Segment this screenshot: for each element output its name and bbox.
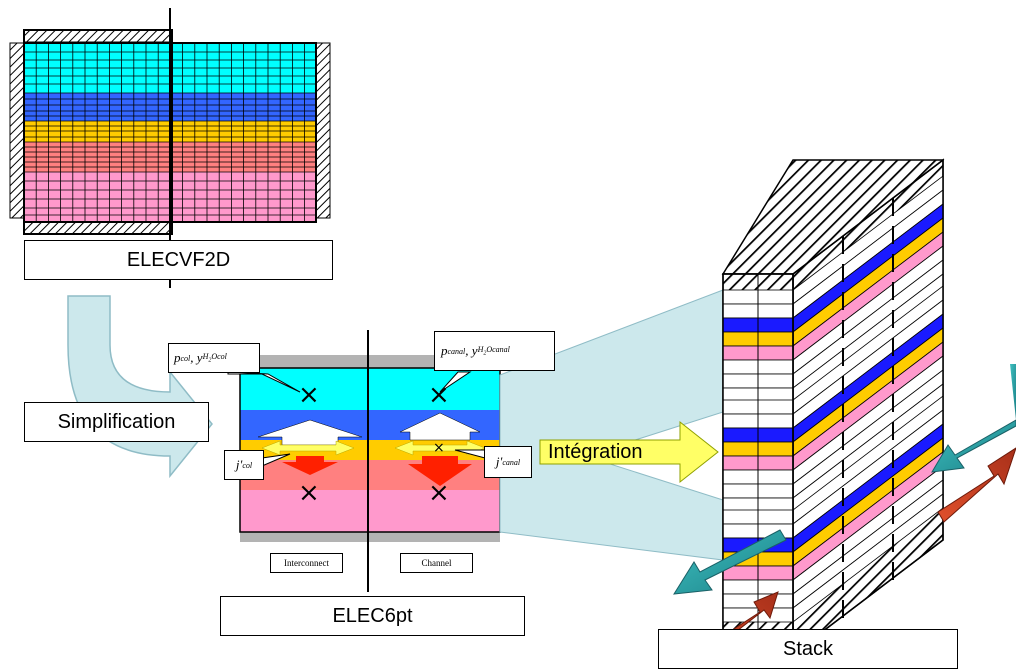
y-col-sub-rest: Ocol	[211, 352, 227, 362]
integration-label: Intégration	[548, 441, 643, 463]
simplification-label: Simplification	[24, 402, 209, 442]
y-canal-symbol: y	[471, 343, 478, 358]
simplification-arrow	[67, 295, 213, 479]
y-canal-sub-rest: Ocanal	[486, 345, 510, 355]
cross-marker-canal-top: ×	[428, 380, 450, 410]
p-col-sep: ,	[190, 350, 197, 365]
cross-marker-col-top: ×	[298, 380, 320, 410]
teal-flow-arrow-top	[931, 364, 1016, 473]
p-col-symbol: p	[174, 350, 181, 365]
callout-j-col: j'col	[224, 450, 264, 480]
y-canal-sub: H2Ocanal	[478, 345, 510, 357]
j-col-symbol: j'	[235, 457, 243, 472]
y-canal-sub-h: H	[477, 345, 484, 355]
j-canal-symbol: j'	[495, 454, 503, 469]
p-canal-symbol: p	[441, 343, 448, 358]
integration-arrow	[539, 420, 719, 484]
j-canal-sub: canal	[502, 457, 521, 467]
y-col-sub-h: H	[202, 352, 209, 362]
rust-flow-arrow-right	[937, 447, 1016, 523]
elecvf2d-grid	[9, 8, 331, 288]
y-col-symbol: y	[196, 350, 203, 365]
elecvf2d-label: ELECVF2D	[24, 240, 333, 280]
cross-marker-col-bottom: ×	[298, 478, 320, 508]
elec6pt-block	[239, 330, 501, 592]
p-canal-sub: canal	[447, 346, 466, 356]
stack-3d	[721, 158, 945, 656]
cross-marker-canal-mid: ×	[433, 440, 445, 456]
interconnect-label: Interconnect	[270, 553, 343, 573]
j-col-sub: col	[242, 460, 253, 470]
y-canal-sub-index: 2	[483, 350, 487, 357]
channel-label: Channel	[400, 553, 473, 573]
y-col-sub: H2Ocol	[203, 352, 227, 364]
teal-flow-arrow-bottom	[673, 529, 787, 595]
cross-marker-canal-bottom: ×	[428, 478, 450, 508]
callout-j-canal: j'canal	[484, 446, 532, 478]
p-canal-sep: ,	[465, 343, 472, 358]
y-col-sub-index: 2	[208, 357, 212, 364]
stack-label: Stack	[658, 629, 958, 669]
elec6pt-label: ELEC6pt	[220, 596, 525, 636]
p-col-sub: col	[180, 353, 191, 363]
